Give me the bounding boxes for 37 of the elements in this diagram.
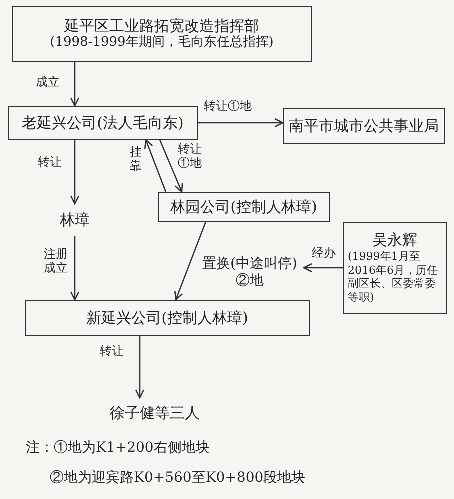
node-title: 置换(中途叫停) [202, 256, 298, 273]
node-title: 新延兴公司(控制人林璋) [86, 308, 248, 328]
node-detail: ②地 [236, 273, 264, 290]
arrow [144, 139, 167, 192]
edge-label: 成立 [36, 76, 61, 90]
arrow [70, 140, 80, 205]
edge-label: 转让①地 [178, 143, 203, 171]
arrow [159, 140, 184, 193]
entity-box [343, 222, 447, 314]
node-detail: (1999年1月至2016年6月，历任副区长、区委常委等职) [348, 250, 439, 305]
entity-box [12, 6, 312, 62]
edge-label: 转让 [100, 345, 125, 359]
edge-label: 经办 [312, 247, 337, 261]
node-title: 徐子健等三人 [110, 404, 200, 422]
arrow [135, 336, 145, 399]
edge-label: 转让①地 [204, 100, 253, 114]
node-title: 南平市城市公共事业局 [289, 116, 439, 136]
edge-label: 注册成立 [44, 248, 69, 276]
note-text: ②地为迎宾路K0+560至K0+800段地块 [50, 469, 306, 488]
node-title: 林璋 [60, 210, 90, 230]
note-text: 注：①地为K1+200右侧地块 [26, 439, 210, 458]
edge-label: 挂靠 [130, 146, 142, 174]
node-title: 老延兴公司(法人毛向东) [22, 114, 184, 132]
entity-box [158, 192, 330, 222]
node-title: 吴永辉 [372, 231, 418, 250]
arrow [303, 263, 343, 273]
entity-box [283, 108, 445, 144]
entity-box [25, 300, 310, 336]
arrow [174, 222, 207, 301]
node-detail: (1998-1999年期间，毛向东任总指挥) [50, 35, 274, 52]
node-title: 林园公司(控制人林璋) [170, 198, 318, 216]
entity-box [8, 106, 198, 140]
node-title: 延平区工业路拓宽改造指挥部 [64, 16, 260, 35]
arrow [70, 236, 80, 301]
edge-label: 转让 [38, 156, 63, 170]
arrow [198, 118, 284, 128]
arrow [70, 62, 80, 107]
